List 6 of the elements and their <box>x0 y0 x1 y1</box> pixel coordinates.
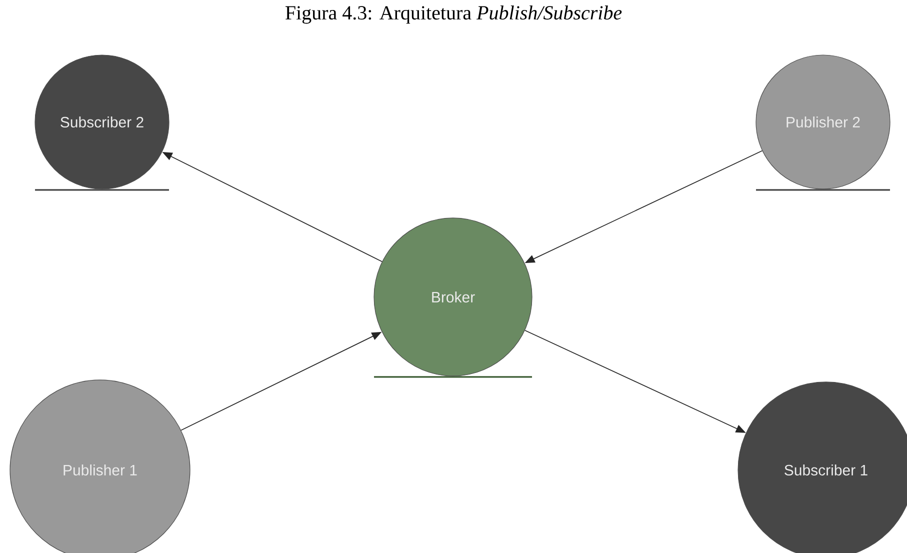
circle-node: Publisher 2 <box>756 54 890 190</box>
circle-node: Broker <box>374 218 532 376</box>
title: Figura 4.3: Arquitetura Publish/Subscribe <box>286 6 622 24</box>
circle-node: Subscriber 2 <box>34 54 170 190</box>
circle-node: Publisher 1 <box>10 380 190 553</box>
circle-node: Subscriber 1 <box>738 382 907 553</box>
